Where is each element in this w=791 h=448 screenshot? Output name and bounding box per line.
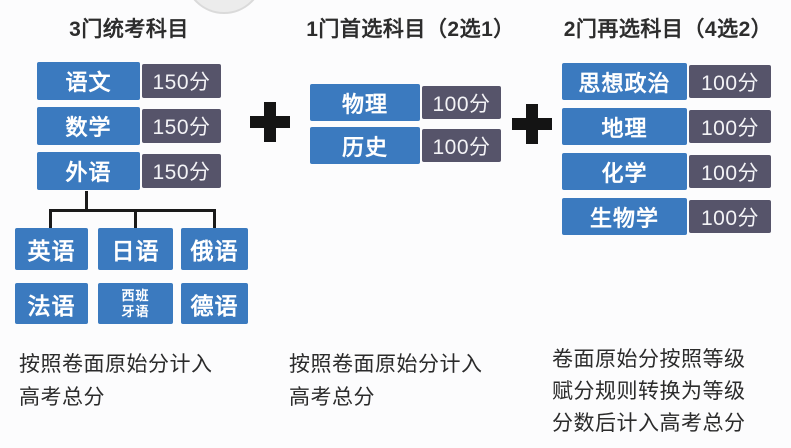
subject-box-history: 历史 (310, 127, 420, 164)
language-box-english: 英语 (15, 228, 88, 270)
column-first-choice-header: 1门首选科目（2选1） (306, 18, 515, 41)
subject-box-chemistry: 化学 (562, 153, 687, 190)
note-line: 高考总分 (19, 386, 105, 409)
subject-box-chinese: 语文 (37, 62, 140, 100)
note-line: 赋分规则转换为等级 (552, 380, 746, 403)
language-box-russian: 俄语 (181, 228, 248, 270)
decorative-circle (184, 0, 264, 14)
score-box-physics: 100分 (422, 86, 501, 119)
note-line: 按照卷面原始分计入 (19, 353, 213, 376)
subject-row-history: 历史 100分 (310, 127, 501, 164)
subject-box-geography: 地理 (562, 108, 687, 145)
score-box-politics: 100分 (689, 65, 771, 98)
subject-box-biology: 生物学 (562, 198, 687, 235)
column-second-choice-header: 2门再选科目（4选2） (563, 18, 773, 41)
score-box-chemistry: 100分 (689, 155, 771, 188)
subject-row-biology: 生物学 100分 (562, 198, 771, 235)
note-line: 分数后计入高考总分 (552, 412, 746, 435)
column-unified-header: 3门统考科目 (69, 18, 189, 41)
connector-drop-middle (134, 209, 137, 229)
subject-row-geography: 地理 100分 (562, 108, 771, 145)
connector-drop-right (213, 209, 216, 229)
plus-icon (250, 102, 290, 142)
score-box-chinese: 150分 (142, 64, 221, 98)
subject-box-politics: 思想政治 (562, 63, 687, 100)
language-box-spanish-label: 西班牙语 (121, 287, 150, 319)
score-box-biology: 100分 (689, 200, 771, 233)
score-box-math: 150分 (142, 109, 221, 143)
language-box-spanish: 西班牙语 (98, 283, 173, 324)
connector-stem (85, 191, 88, 212)
subject-row-math: 数学 150分 (37, 107, 221, 145)
subject-row-politics: 思想政治 100分 (562, 63, 771, 100)
score-box-foreign-language: 150分 (142, 154, 221, 188)
note-second-choice-scoring: 卷面原始分按照等级 赋分规则转换为等级 分数后计入高考总分 (552, 344, 791, 440)
language-box-french: 法语 (15, 283, 88, 324)
note-line: 按照卷面原始分计入 (289, 353, 483, 376)
subject-box-math: 数学 (37, 107, 140, 145)
subject-row-chinese: 语文 150分 (37, 62, 221, 100)
score-box-history: 100分 (422, 129, 501, 162)
connector-crossbar (49, 209, 216, 212)
subject-box-foreign-language: 外语 (37, 152, 140, 190)
note-first-choice-scoring: 按照卷面原始分计入 高考总分 (289, 348, 549, 414)
subject-box-physics: 物理 (310, 84, 420, 121)
language-box-japanese: 日语 (98, 228, 173, 270)
note-line: 卷面原始分按照等级 (552, 348, 746, 371)
note-line: 高考总分 (289, 386, 375, 409)
note-unified-scoring: 按照卷面原始分计入 高考总分 (19, 348, 279, 414)
plus-icon (512, 104, 552, 144)
subject-row-foreign-language: 外语 150分 (37, 152, 221, 190)
subject-row-physics: 物理 100分 (310, 84, 501, 121)
connector-drop-left (49, 209, 52, 229)
score-box-geography: 100分 (689, 110, 771, 143)
subject-row-chemistry: 化学 100分 (562, 153, 771, 190)
language-box-german: 德语 (181, 283, 248, 324)
